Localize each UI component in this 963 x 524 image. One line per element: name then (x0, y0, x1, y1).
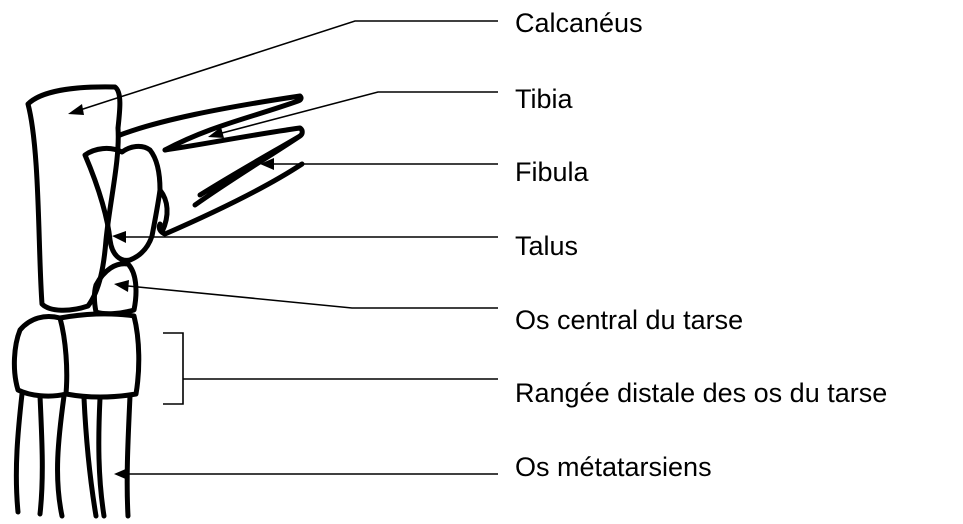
label-central-tarsal: Os central du tarse (515, 305, 744, 335)
bones (11, 84, 305, 519)
talus-fibula-joint (157, 187, 170, 235)
metatarsal-1 (13, 391, 45, 517)
talus-arrowhead (112, 231, 126, 243)
distal-tarsal-bone-2 (57, 311, 142, 400)
distal-row-bracket (163, 332, 184, 405)
label-tibia: Tibia (515, 84, 573, 114)
label-fibula: Fibula (515, 157, 589, 187)
calcaneus-bone (25, 84, 123, 313)
central-tarsal-arrowhead (114, 280, 129, 292)
label-talus: Talus (515, 231, 579, 261)
label-distal-tarsal-row: Rangée distale des os du tarse (515, 378, 888, 408)
central-tarsal-bone (92, 261, 139, 317)
calcaneus-leader (79, 20, 498, 111)
calcaneus-arrowhead (68, 104, 84, 115)
metatarsal-3 (96, 393, 133, 519)
distal-tarsal-bone-1 (11, 314, 70, 399)
leader-lines (68, 20, 498, 480)
central-tarsal-leader (127, 285, 498, 309)
talus-bone (82, 143, 163, 263)
tibia-bone (117, 93, 304, 153)
metatarsals-arrowhead (114, 468, 128, 480)
fibula-arrowhead (260, 158, 274, 170)
fibula-bone (156, 125, 305, 237)
label-metatarsals: Os métatarsiens (515, 452, 712, 482)
tibia-leader (221, 91, 498, 134)
tibia-arrowhead (208, 127, 224, 138)
label-calcaneus: Calcanéus (515, 8, 643, 38)
metatarsal-2 (55, 393, 99, 519)
